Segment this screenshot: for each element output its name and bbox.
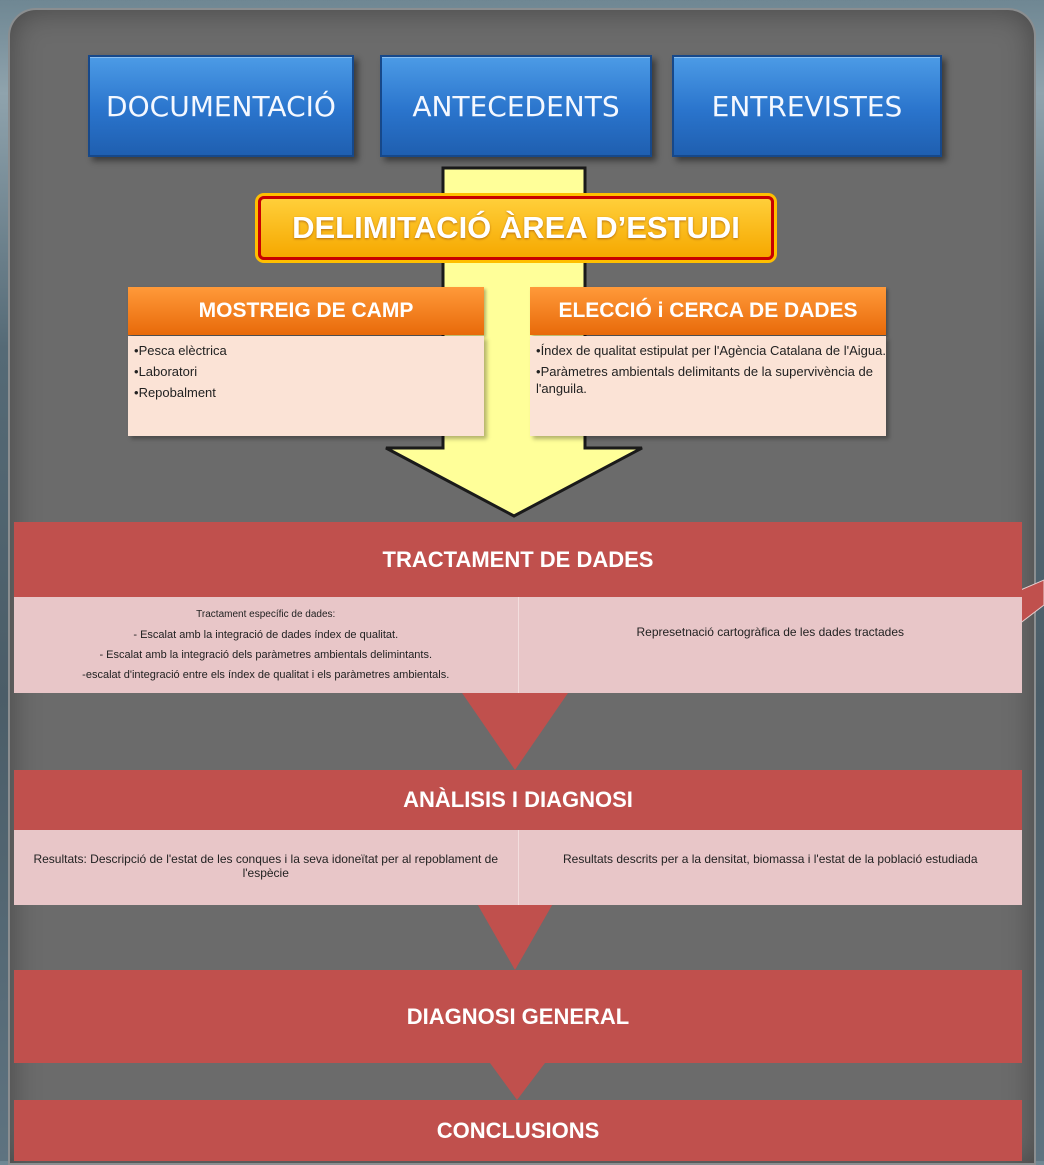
tractament-line: -escalat d'integració entre els índex de… <box>82 669 450 681</box>
tractament-header: TRACTAMENT DE DADES <box>14 522 1022 597</box>
tractament-row: Tractament específic de dades: - Escalat… <box>14 597 1022 693</box>
eleccio-item: Paràmetres ambientals delimitants de la … <box>536 363 886 397</box>
documentacio-button[interactable]: DOCUMENTACIÓ <box>88 55 354 157</box>
analisi-left-text: Resultats: Descripció de l'estat de les … <box>33 852 499 880</box>
tractament-right: Represetnació cartogràfica de les dades … <box>517 597 1023 693</box>
analisi-left: Resultats: Descripció de l'estat de les … <box>14 830 518 905</box>
conclusions-bar: CONCLUSIONS <box>14 1100 1022 1161</box>
tractament-left: Tractament específic de dades: - Escalat… <box>14 597 518 693</box>
analisi-right-text: Resultats descrits per a la densitat, bi… <box>562 852 978 866</box>
analisi-right: Resultats descrits per a la densitat, bi… <box>517 830 1023 905</box>
tractament-line: Tractament específic de dades: <box>196 609 336 620</box>
tractament-right-text: Represetnació cartogràfica de les dades … <box>636 625 905 639</box>
tractament-line: - Escalat amb la integració dels paràmet… <box>99 649 433 661</box>
antecedents-button[interactable]: ANTECEDENTS <box>380 55 652 157</box>
mostreig-item: Repobalment <box>134 384 484 401</box>
analisi-row: Resultats: Descripció de l'estat de les … <box>14 830 1022 905</box>
entrevistes-button[interactable]: ENTREVISTES <box>672 55 942 157</box>
mostreig-header: MOSTREIG DE CAMP <box>128 287 484 335</box>
diagnosi-general-bar: DIAGNOSI GENERAL <box>14 970 1022 1063</box>
tractament-line: - Escalat amb la integració de dades índ… <box>133 629 399 641</box>
eleccio-item: Índex de qualitat estipulat per l'Agènci… <box>536 342 886 359</box>
delimitacio-area-box: DELIMITACIÓ ÀREA D’ESTUDI <box>258 196 774 260</box>
mostreig-item: Pesca elèctrica <box>134 342 484 359</box>
red-down-arrow-3 <box>490 1063 545 1100</box>
eleccio-body: Índex de qualitat estipulat per l'Agènci… <box>530 336 886 436</box>
red-down-arrow-1 <box>460 690 570 770</box>
analisi-header: ANÀLISIS I DIAGNOSI <box>14 770 1022 830</box>
red-down-arrow-2 <box>475 900 555 970</box>
eleccio-header: ELECCIÓ i CERCA DE DADES <box>530 287 886 335</box>
mostreig-item: Laboratori <box>134 363 484 380</box>
mostreig-body: Pesca elèctrica Laboratori Repobalment <box>128 336 484 436</box>
